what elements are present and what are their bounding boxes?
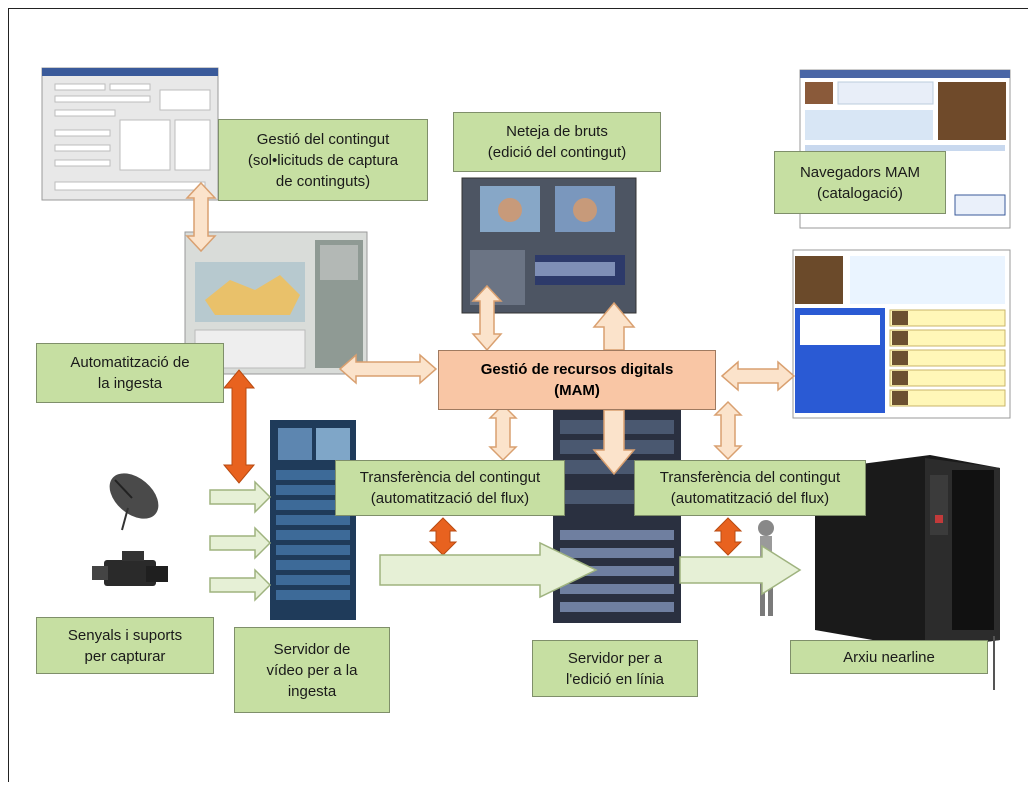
- form-screenshot-image: [41, 67, 219, 201]
- node-gestio-contingut-label: Gestió del contingut (sol•licituds de ca…: [247, 130, 399, 190]
- node-mam-center-label: Gestió de recursos digitals (MAM): [480, 361, 674, 399]
- arrow-flow-ingest-to-edit: [379, 541, 598, 599]
- node-arxiu: Arxiu nearline: [790, 640, 988, 674]
- node-transferencia-1: Transferència del contingut (automatitza…: [335, 460, 565, 516]
- arrow-ingest-to-mam: [338, 353, 438, 385]
- arrow-input-1: [209, 480, 272, 514]
- arrow-flow-edit-to-archive: [679, 544, 802, 596]
- ingest-video-server-image: [270, 420, 356, 620]
- diagram-frame: [8, 8, 1028, 782]
- arrow-transfer2-orange: [713, 517, 743, 556]
- node-gestio-contingut: Gestió del contingut (sol•licituds de ca…: [218, 119, 428, 201]
- arrow-mam-down: [592, 409, 636, 476]
- arrow-mam-up: [592, 301, 636, 351]
- video-camera-image: [92, 551, 168, 586]
- node-servidor-edicio: Servidor per a l'edició en línia: [532, 640, 698, 697]
- satellite-dish-image: [109, 473, 159, 531]
- mam-browser-screenshot-image: [799, 69, 1011, 229]
- node-arxiu-label: Arxiu nearline: [843, 648, 935, 666]
- node-automatitzacio-ingesta: Automatització de la ingesta: [36, 343, 224, 403]
- node-navegadors-mam: Navegadors MAM (catalogació): [774, 151, 946, 214]
- node-servidor-video-label: Servidor de vídeo per a la ingesta: [266, 640, 358, 700]
- arrow-content-to-ingest: [185, 181, 217, 253]
- arrow-input-3: [209, 568, 272, 602]
- node-automatitzacio-ingesta-label: Automatització de la ingesta: [70, 354, 190, 392]
- node-senyals: Senyals i suports per capturar: [36, 617, 214, 674]
- arrow-input-2: [209, 526, 272, 560]
- node-neteja-bruts-label: Neteja de bruts (edició del contingut): [487, 123, 627, 161]
- node-transferencia-2: Transferència del contingut (automatitza…: [634, 460, 866, 516]
- node-mam-center: Gestió de recursos digitals (MAM): [438, 350, 716, 410]
- node-neteja-bruts: Neteja de bruts (edició del contingut): [453, 112, 661, 172]
- arrow-mam-to-transfer1: [488, 403, 518, 462]
- node-navegadors-mam-label: Navegadors MAM (catalogació): [799, 163, 921, 202]
- node-senyals-label: Senyals i suports per capturar: [67, 626, 183, 665]
- arrow-mam-to-catalog: [720, 360, 796, 392]
- node-transferencia-1-label: Transferència del contingut (automatitza…: [359, 469, 541, 507]
- arrow-editing-to-mam: [471, 284, 503, 352]
- mam-catalog-screenshot-image: [792, 249, 1011, 419]
- ingest-automation-screenshot-image: [184, 231, 368, 375]
- arrow-ingest-to-server: [222, 369, 256, 484]
- node-servidor-video: Servidor de vídeo per a la ingesta: [234, 627, 390, 713]
- node-servidor-edicio-label: Servidor per a l'edició en línia: [566, 649, 664, 688]
- arrow-transfer1-orange: [428, 517, 458, 556]
- arrow-mam-to-transfer2: [713, 400, 743, 461]
- node-transferencia-2-label: Transferència del contingut (automatitza…: [659, 469, 841, 507]
